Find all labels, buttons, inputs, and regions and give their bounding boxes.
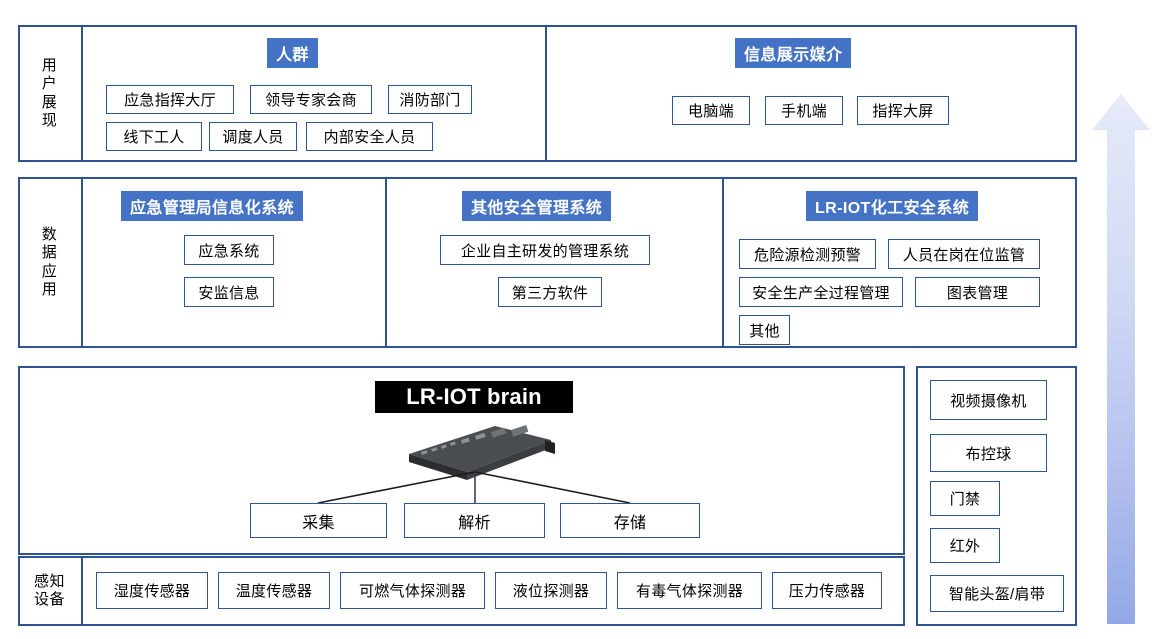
upward-flow-arrow [1092,94,1150,624]
row-label-char: 展 [41,93,58,111]
group-title-lriot-chemical-safety-system: LR-IOT化工安全系统 [806,191,979,221]
row-label-char: 应 [41,262,58,280]
chip-other[interactable]: 其他 [739,315,790,345]
chip-combustible-gas-detector[interactable]: 可燃气体探测器 [340,572,485,609]
chip-personnel-on-duty-supervision[interactable]: 人员在岗在位监管 [888,239,1040,269]
chip-chart-management[interactable]: 图表管理 [915,277,1040,307]
group-title-crowd: 人群 [267,38,318,68]
row-label-char: 感知 [33,572,65,590]
chip-pc-terminal[interactable]: 电脑端 [672,96,750,125]
chip-collect[interactable]: 采集 [250,503,387,538]
chip-store[interactable]: 存储 [560,503,700,538]
chip-smart-helmet-shoulder-strap[interactable]: 智能头盔/肩带 [930,575,1064,612]
chip-internal-safety-staff[interactable]: 内部安全人员 [306,122,433,151]
chip-fire-department[interactable]: 消防部门 [388,85,472,114]
rack-server-icon [409,425,555,480]
chip-pressure-sensor[interactable]: 压力传感器 [772,572,882,609]
perception-label-divider [81,556,83,626]
chip-leader-expert-consult[interactable]: 领导专家会商 [250,85,372,114]
chip-liquid-level-detector[interactable]: 液位探测器 [495,572,607,609]
row-label-char: 用 [41,56,58,74]
chip-video-camera[interactable]: 视频摄像机 [930,380,1047,420]
chip-dispatch-staff[interactable]: 调度人员 [209,122,297,151]
chip-temperature-sensor[interactable]: 温度传感器 [218,572,330,609]
chip-parse[interactable]: 解析 [404,503,545,538]
chip-safety-supervision-info[interactable]: 安监信息 [184,277,274,307]
chip-self-developed-mgmt-system[interactable]: 企业自主研发的管理系统 [440,235,650,265]
user-presentation-label-divider [81,25,83,162]
row-label-char: 设备 [33,591,65,608]
chip-third-party-software[interactable]: 第三方软件 [498,277,602,307]
chip-toxic-gas-detector[interactable]: 有毒气体探测器 [617,572,762,609]
chip-ptz-ball-camera[interactable]: 布控球 [930,434,1047,472]
chip-emergency-command-hall[interactable]: 应急指挥大厅 [106,85,234,114]
row-label-perception: 感知 设备 [18,556,81,626]
group-title-display-media: 信息展示媒介 [735,38,852,68]
chip-emergency-system[interactable]: 应急系统 [184,235,274,265]
row-label-char: 据 [41,244,58,262]
chip-access-control[interactable]: 门禁 [930,481,1000,516]
data-application-divider-1 [385,177,387,348]
row-label-char: 数 [41,225,58,243]
data-application-divider-2 [722,177,724,348]
chip-infrared[interactable]: 红外 [930,528,1000,563]
chip-command-large-screen[interactable]: 指挥大屏 [857,96,949,125]
row-label-data-application: 数 据 应 用 [18,177,81,348]
group-title-emergency-bureau-system: 应急管理局信息化系统 [121,191,304,221]
group-title-other-safety-system: 其他安全管理系统 [462,191,612,221]
chip-mobile-terminal[interactable]: 手机端 [765,96,843,125]
user-presentation-group-divider [545,25,547,162]
row-label-user-presentation: 用 户 展 现 [18,25,81,162]
row-label-char: 现 [41,111,58,129]
brain-banner: LR-IOT brain [375,381,573,413]
row-label-char: 户 [41,75,58,93]
chip-hazard-detection-alarm[interactable]: 危险源检测预警 [739,239,876,269]
data-application-label-divider [81,177,83,348]
chip-offline-workers[interactable]: 线下工人 [106,122,202,151]
chip-full-process-safety-production-mgmt[interactable]: 安全生产全过程管理 [739,277,903,307]
chip-humidity-sensor[interactable]: 湿度传感器 [96,572,208,609]
row-label-char: 用 [41,280,58,298]
